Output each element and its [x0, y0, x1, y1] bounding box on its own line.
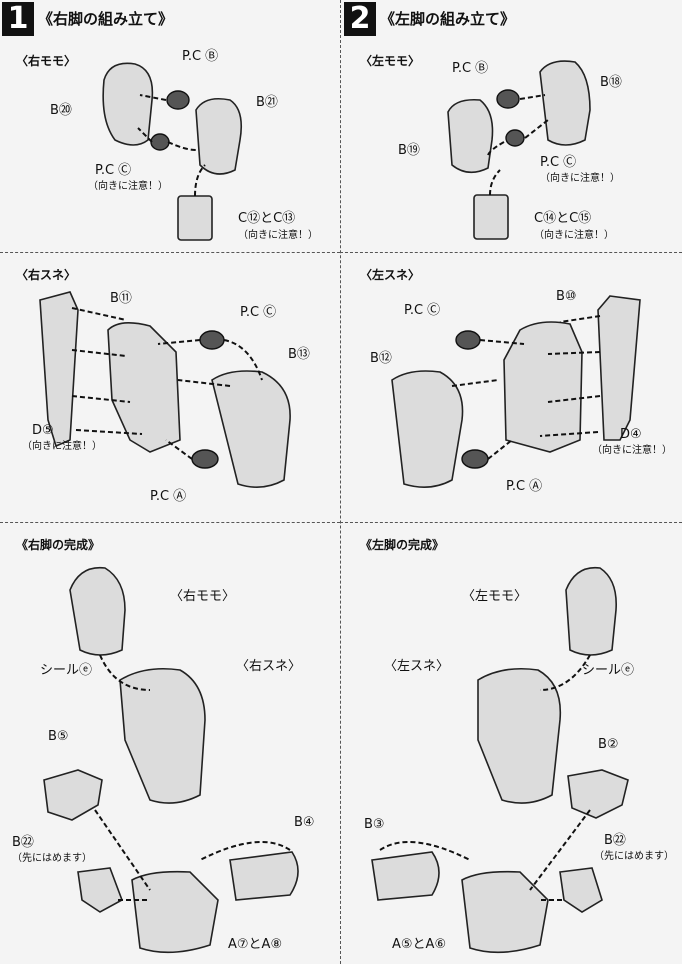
- caution-note: （向きに注意！）: [88, 181, 168, 192]
- right-thigh-parts: [102, 62, 243, 241]
- part-label: P.C Ⓐ: [150, 489, 187, 504]
- caution-note: （向きに注意！）: [534, 230, 614, 241]
- part-label: 〈左モモ〉: [462, 589, 528, 604]
- left-leg-complete-parts: [371, 566, 629, 954]
- part-label: P.C Ⓒ: [404, 303, 441, 318]
- caution-note: （向きに注意！）: [540, 173, 620, 184]
- part-label: A⑦とA⑧: [228, 937, 283, 952]
- part-label: B⑱: [600, 75, 622, 90]
- part-label: P.C Ⓐ: [506, 479, 543, 494]
- section-divider: [340, 522, 682, 523]
- part-label: B②: [598, 737, 619, 752]
- part-label: 〈右モモ〉: [170, 589, 236, 604]
- part-label: B㉒: [12, 835, 34, 850]
- right-shin-parts: [39, 291, 291, 488]
- step-number: 2: [344, 2, 376, 36]
- part-label: B⑪: [110, 291, 132, 306]
- part-label: B⑳: [50, 103, 72, 118]
- part-label: シールⓔ: [40, 663, 93, 678]
- caution-note: （向きに注意！）: [22, 441, 102, 452]
- caution-note: （向きに注意！）: [238, 230, 318, 241]
- section-title: 〈左スネ〉: [360, 268, 421, 282]
- section-divider: [0, 252, 340, 253]
- right-leg-complete-parts: [43, 566, 299, 954]
- section-title: 〈左モモ〉: [360, 54, 421, 68]
- part-label: B⑬: [288, 347, 310, 362]
- part-label: B⑤: [48, 729, 69, 744]
- part-label: P.C Ⓑ: [182, 49, 219, 64]
- section-title: 〈右スネ〉: [16, 268, 77, 282]
- part-label: B④: [294, 815, 315, 830]
- part-label: B⑲: [398, 143, 420, 158]
- step-title: 《左脚の組み立て》: [380, 10, 516, 28]
- part-label: シールⓔ: [582, 663, 635, 678]
- section-title: 〈右モモ〉: [16, 54, 77, 68]
- part-label: B③: [364, 817, 385, 832]
- part-label: 〈右スネ〉: [236, 659, 302, 674]
- step-title: 《右脚の組み立て》: [38, 10, 174, 28]
- part-label: D⑤: [32, 423, 54, 438]
- section-divider: [340, 252, 682, 253]
- part-label: A⑤とA⑥: [392, 937, 447, 952]
- part-label: B㉒: [604, 833, 626, 848]
- part-label: B⑩: [556, 289, 577, 304]
- step-number: 1: [2, 2, 34, 36]
- left-shin-parts: [391, 295, 641, 488]
- part-label: B㉑: [256, 95, 278, 110]
- part-label: B⑫: [370, 351, 392, 366]
- part-label: P.C Ⓒ: [540, 155, 577, 170]
- section-title: 《左脚の完成》: [360, 538, 445, 552]
- caution-note: （先にはめます）: [12, 853, 92, 864]
- section-divider: [0, 522, 340, 523]
- part-label: 〈左スネ〉: [384, 659, 450, 674]
- caution-note: （先にはめます）: [594, 851, 674, 862]
- part-label: P.C Ⓒ: [240, 305, 277, 320]
- part-label: D④: [620, 427, 642, 442]
- section-title: 《右脚の完成》: [16, 538, 101, 552]
- part-label: C⑭とC⑮: [534, 211, 592, 226]
- part-label: P.C Ⓑ: [452, 61, 489, 76]
- caution-note: （向きに注意！）: [592, 445, 672, 456]
- left-thigh-parts: [447, 60, 591, 240]
- column-divider: [340, 0, 341, 964]
- part-label: C⑫とC⑬: [238, 211, 296, 226]
- part-label: P.C Ⓒ: [95, 163, 132, 178]
